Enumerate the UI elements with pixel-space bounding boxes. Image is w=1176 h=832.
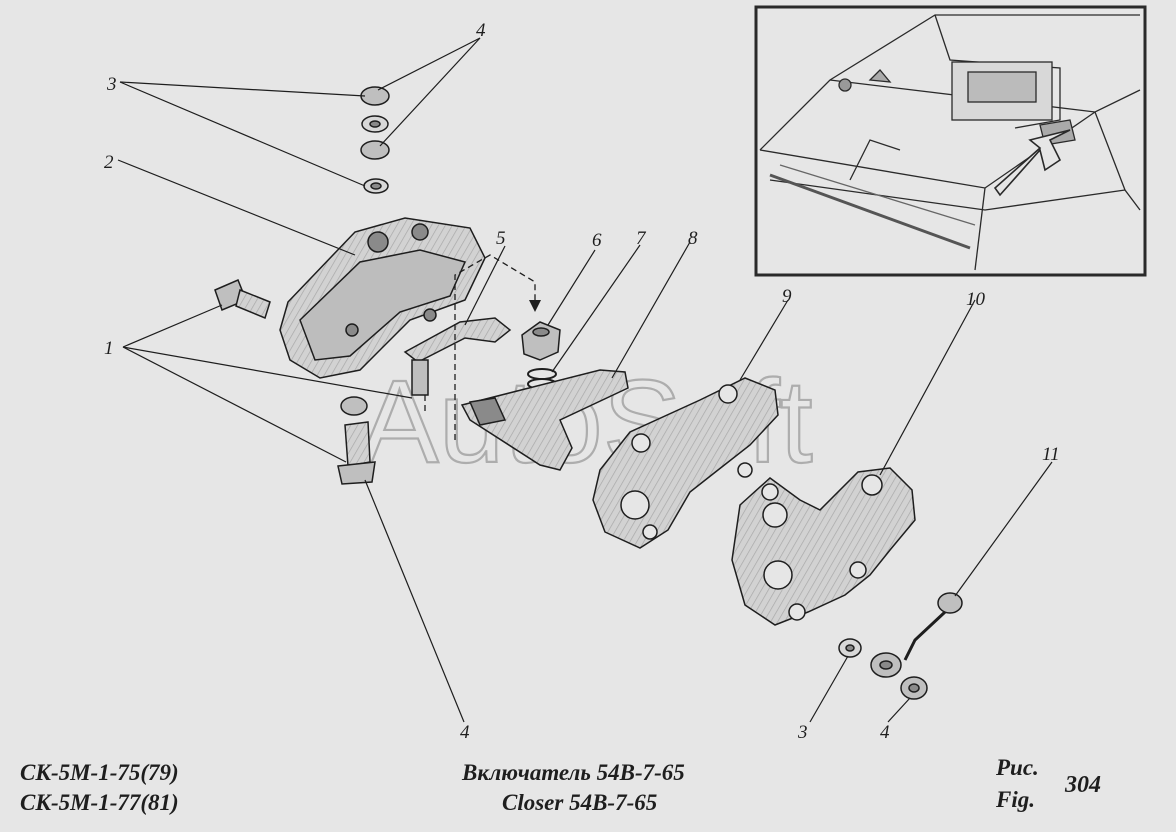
part-lever <box>403 317 512 396</box>
figure-label-en: Fig. <box>996 787 1035 812</box>
callout-8: 8 <box>688 228 698 249</box>
part-nut-left <box>340 396 368 416</box>
callout-2: 2 <box>104 152 114 173</box>
arrowhead-icon <box>529 300 541 312</box>
part-housing <box>279 217 486 379</box>
part-washer-bottom <box>838 638 862 658</box>
part-nut-stack-top <box>360 86 390 194</box>
part-bolt-lower <box>337 421 376 485</box>
callout-6: 6 <box>592 230 602 251</box>
assembly-dashed-lines <box>424 254 536 440</box>
callout-3-bottom: 3 <box>797 722 808 743</box>
callout-1: 1 <box>104 338 114 359</box>
part-title-en: Closer 54B-7-65 <box>502 790 658 815</box>
part-nut-bottom <box>900 676 928 700</box>
callout-4-mid: 4 <box>460 722 470 743</box>
figure-number: 304 <box>1065 772 1101 798</box>
part-title-ru: Включатель 54В-7-65 <box>462 760 685 785</box>
part-bolt-upper <box>214 279 271 320</box>
part-contact-arm <box>460 369 629 471</box>
leader-lines <box>117 37 1053 723</box>
figure-label-ru: Рис. <box>996 755 1039 780</box>
location-arrow-icon <box>993 129 1071 197</box>
part-wire-lead <box>870 592 963 678</box>
part-gasket <box>592 377 779 549</box>
callout-4-top: 4 <box>476 20 486 41</box>
callout-4-bottom: 4 <box>880 722 890 743</box>
inset-frame <box>754 5 1147 277</box>
callout-7: 7 <box>636 228 647 249</box>
part-cover <box>731 467 916 626</box>
callout-11: 11 <box>1042 444 1060 465</box>
callout-9: 9 <box>782 286 792 307</box>
model-code-2: СК-5М-1-77(81) <box>20 790 179 815</box>
callout-5: 5 <box>496 228 506 249</box>
part-nut-6 <box>521 321 561 361</box>
callout-10: 10 <box>966 289 986 310</box>
inset-location-view <box>754 5 1147 277</box>
callout-3-top: 3 <box>106 74 117 95</box>
model-code-1: СК-5М-1-75(79) <box>20 760 179 785</box>
